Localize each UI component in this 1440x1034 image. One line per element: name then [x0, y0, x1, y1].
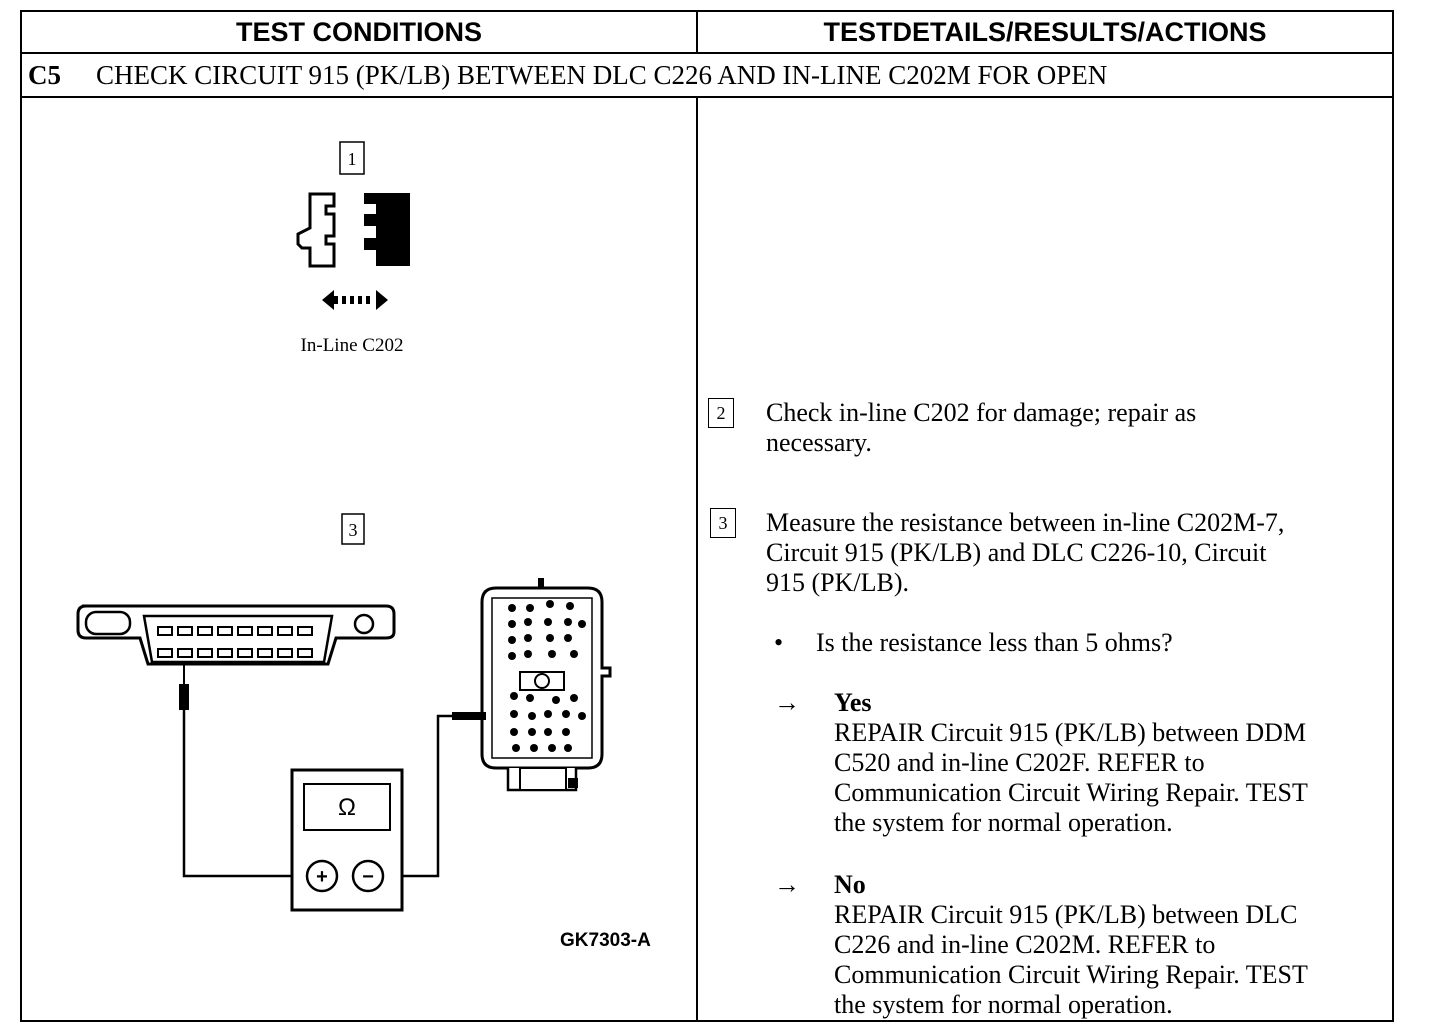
no-label: No	[834, 870, 866, 899]
positive-terminal-icon	[305, 859, 339, 893]
step-rule	[22, 96, 1392, 98]
svg-text:+: +	[316, 866, 328, 888]
yes-action-line-3: Communication Circuit Wiring Repair. TES…	[834, 778, 1308, 807]
resistance-question: Is the resistance less than 5 ohms?	[816, 628, 1173, 657]
test-details-header: TESTDETAILS/RESULTS/ACTIONS	[823, 17, 1267, 47]
step-3-number: 3	[710, 508, 736, 538]
dlc-test-probe-icon	[179, 662, 189, 710]
step-2-line-2: necessary.	[766, 428, 872, 457]
step-3-line-3: 915 (PK/LB).	[766, 568, 909, 597]
test-conditions-header: TEST CONDITIONS	[235, 17, 482, 47]
test-leads	[182, 710, 452, 878]
negative-terminal-icon	[351, 859, 385, 893]
separate-arrow-icon	[322, 290, 388, 310]
column-divider	[696, 96, 698, 1022]
step-2-line-1: Check in-line C202 for damage; repair as	[766, 398, 1197, 427]
step-title: CHECK CIRCUIT 915 (PK/LB) BETWEEN DLC C2…	[96, 60, 1108, 90]
no-action-line-3: Communication Circuit Wiring Repair. TES…	[834, 960, 1308, 989]
svg-text:−: −	[362, 866, 374, 888]
yes-label: Yes	[834, 688, 872, 717]
no-action-line-2: C226 and in-line C202M. REFER to	[834, 930, 1216, 959]
svg-text:3: 3	[349, 520, 358, 540]
header-divider	[696, 12, 698, 52]
procedure-table: TEST CONDITIONS TESTDETAILS/RESULTS/ACTI…	[20, 10, 1394, 1022]
step-2-number: 2	[708, 398, 734, 428]
no-arrow-icon: →	[774, 870, 800, 899]
svg-text:1: 1	[348, 149, 357, 169]
header-rule	[22, 52, 1392, 54]
yes-action-line-1: REPAIR Circuit 915 (PK/LB) between DDM	[834, 718, 1307, 747]
inline-c202-connector-icon	[296, 192, 410, 310]
callout-3: 3	[341, 513, 365, 545]
inline-c202m-connector-icon	[480, 578, 612, 792]
test-illustration: 1 In-Line C202 3	[76, 141, 651, 951]
yes-action-line-4: the system for normal operation.	[834, 808, 1173, 837]
ohm-symbol: Ω	[338, 794, 356, 821]
no-action-line-1: REPAIR Circuit 915 (PK/LB) between DLC	[834, 900, 1298, 929]
ohmmeter-icon: Ω + −	[290, 768, 404, 912]
yes-action-line-2: C520 and in-line C202F. REFER to	[834, 748, 1205, 777]
bullet-icon: •	[774, 628, 784, 657]
step-3-line-1: Measure the resistance between in-line C…	[766, 508, 1285, 537]
figure-code: GK7303-A	[560, 930, 651, 951]
c202m-test-probe-icon	[452, 712, 486, 720]
connector-label: In-Line C202	[301, 335, 404, 356]
step-3-line-2: Circuit 915 (PK/LB) and DLC C226-10, Cir…	[766, 538, 1267, 567]
dlc-c226-connector-icon	[76, 604, 396, 666]
step-title-row: C5 CHECK CIRCUIT 915 (PK/LB) BETWEEN DLC…	[22, 54, 1392, 96]
callout-1: 1	[339, 141, 365, 175]
yes-arrow-icon: →	[774, 688, 800, 717]
step-id: C5	[28, 60, 61, 90]
no-action-line-4: the system for normal operation.	[834, 990, 1173, 1019]
